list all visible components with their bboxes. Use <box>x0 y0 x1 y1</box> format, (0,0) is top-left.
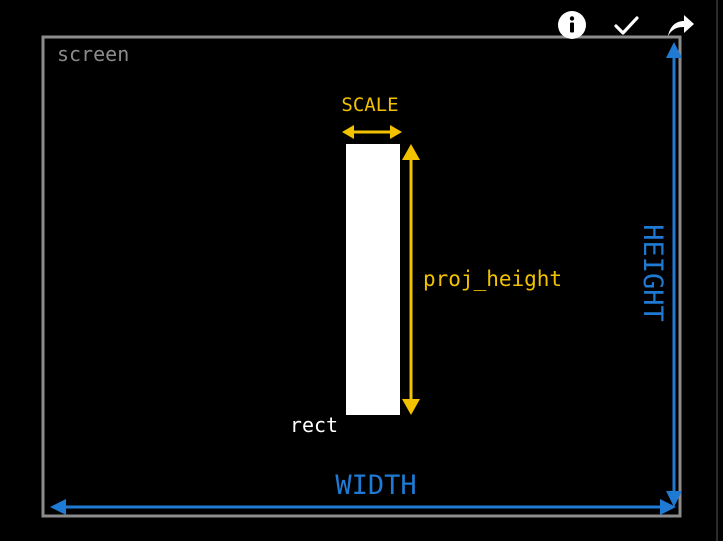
scale-arrow <box>342 125 402 139</box>
confirm-button[interactable] <box>610 9 642 41</box>
height-label: HEIGHT <box>637 224 668 322</box>
screen-label: screen <box>57 42 129 66</box>
proj-height-label: proj_height <box>423 267 562 291</box>
proj-height-arrow <box>402 144 420 415</box>
info-icon <box>558 11 586 39</box>
checkmark-icon <box>614 16 639 35</box>
share-button[interactable] <box>664 9 696 41</box>
scale-label: SCALE <box>341 94 398 116</box>
share-arrow-icon <box>668 15 694 36</box>
info-button[interactable] <box>556 9 588 41</box>
panel-edge <box>716 0 718 541</box>
rect-label: rect <box>290 413 338 437</box>
projected-rect <box>346 144 400 415</box>
height-arrow <box>666 42 682 507</box>
screen-frame <box>41 35 682 518</box>
width-label: WIDTH <box>335 470 416 501</box>
width-arrow <box>50 499 676 515</box>
